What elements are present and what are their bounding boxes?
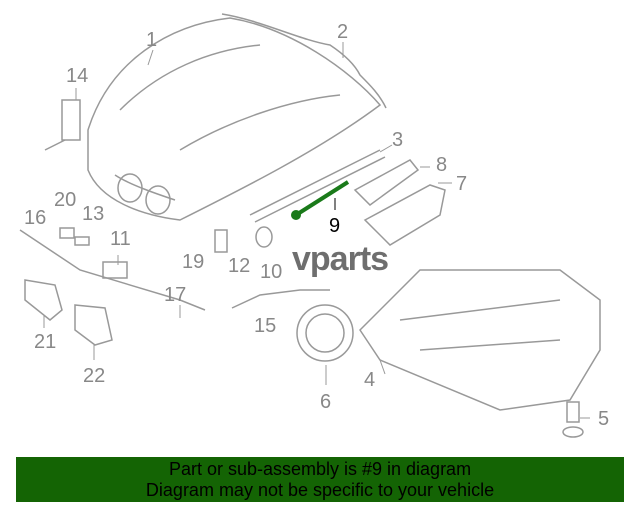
callout-22[interactable]: 22 xyxy=(83,365,106,387)
info-banner: Part or sub-assembly is #9 in diagram Di… xyxy=(16,457,624,502)
vparts-watermark: vparts xyxy=(292,240,389,278)
callout-19[interactable]: 19 xyxy=(182,251,205,273)
splash-shield-part-4 xyxy=(359,269,601,411)
callout-6[interactable]: 6 xyxy=(320,391,332,413)
callout-10[interactable]: 10 xyxy=(260,261,283,283)
callout-8[interactable]: 8 xyxy=(436,154,448,176)
seal-strip-part-3 xyxy=(249,149,386,223)
small-parts xyxy=(19,99,330,311)
callout-15[interactable]: 15 xyxy=(254,315,277,337)
callout-3[interactable]: 3 xyxy=(392,129,404,151)
callout-13[interactable]: 13 xyxy=(82,203,105,225)
callout-7[interactable]: 7 xyxy=(456,173,468,195)
callout-1[interactable]: 1 xyxy=(146,29,158,51)
hinge-part-7 xyxy=(363,184,446,246)
callout-16[interactable]: 16 xyxy=(24,207,47,229)
gas-strut-part-9 xyxy=(291,180,350,220)
banner-line-2: Diagram may not be specific to your vehi… xyxy=(145,480,495,500)
clip-part-5 xyxy=(562,401,584,438)
callout-12[interactable]: 12 xyxy=(228,255,251,277)
hinge-part-8 xyxy=(353,159,420,206)
callout-20[interactable]: 20 xyxy=(54,189,77,211)
hood-part-1 xyxy=(87,17,382,221)
grommet-part-6 xyxy=(296,304,354,362)
callout-14[interactable]: 14 xyxy=(66,65,89,87)
callout-17[interactable]: 17 xyxy=(164,284,187,306)
callout-4[interactable]: 4 xyxy=(364,369,376,391)
callout-9[interactable]: 9 xyxy=(329,215,341,237)
hood-seal-part-2 xyxy=(221,13,387,109)
callout-5[interactable]: 5 xyxy=(598,408,610,430)
callout-11[interactable]: 11 xyxy=(110,228,131,250)
leader-lines xyxy=(43,42,590,419)
callout-2[interactable]: 2 xyxy=(337,21,349,43)
grilles-parts-21-22 xyxy=(24,279,113,346)
callout-21[interactable]: 21 xyxy=(34,331,57,353)
banner-line-1: Part or sub-assembly is #9 in diagram xyxy=(168,459,472,479)
parts-diagram xyxy=(19,13,601,438)
